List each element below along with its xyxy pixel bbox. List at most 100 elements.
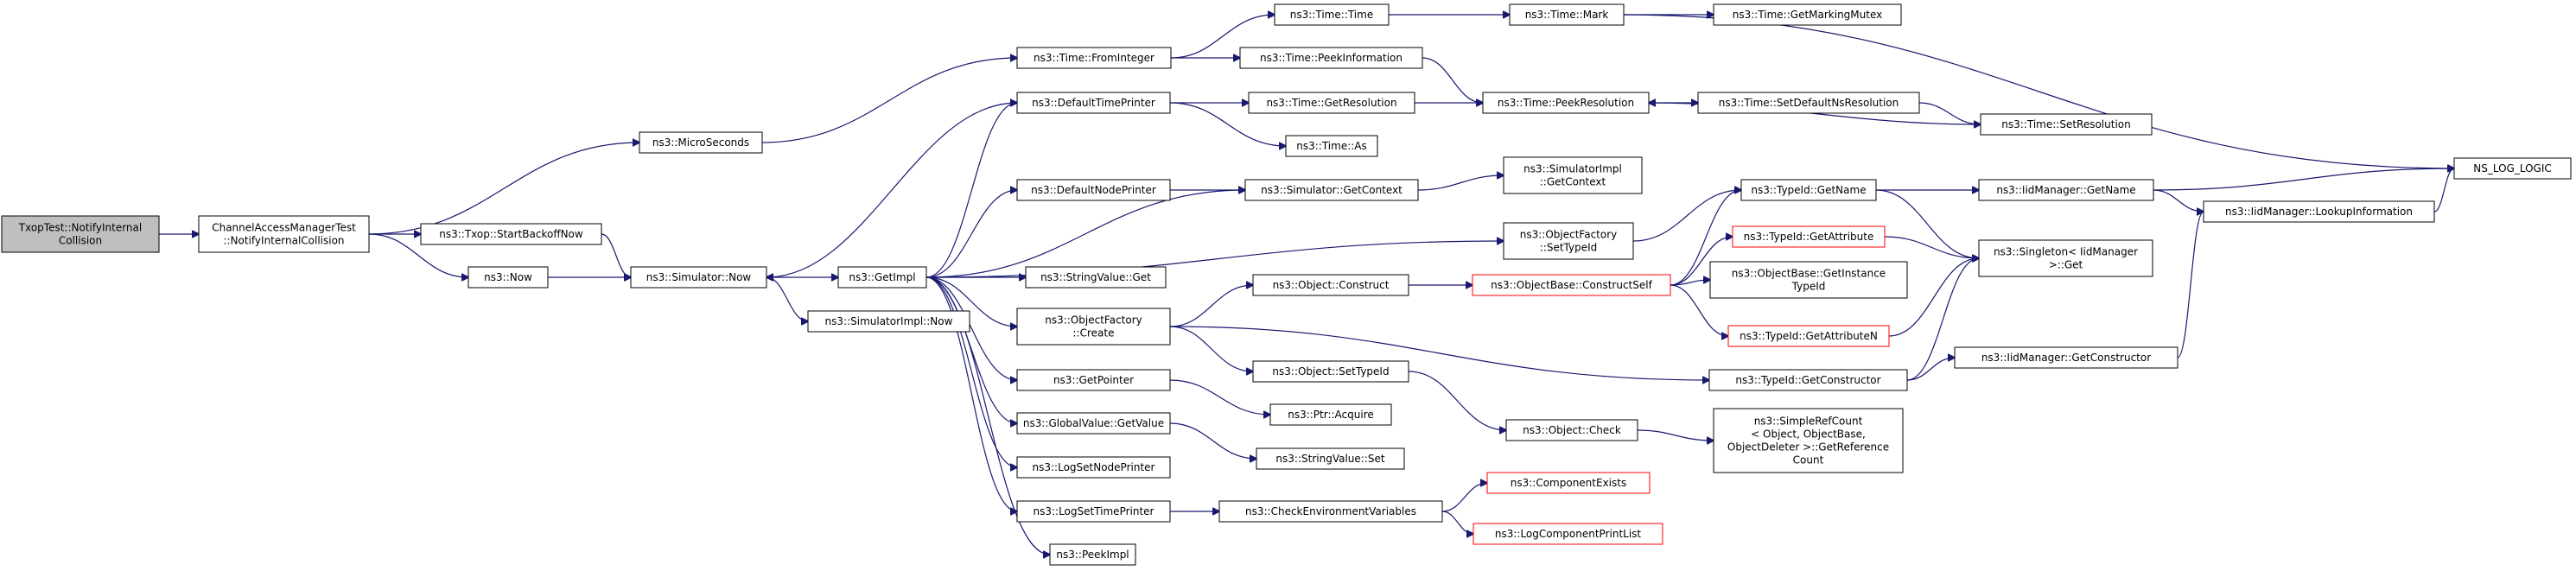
node-label: ns3::IidManager::LookupInformation [2225, 206, 2413, 218]
node-logcompprint[interactable]: ns3::LogComponentPrintList [1472, 523, 1663, 545]
edge-getimpl-to-simgetctx [925, 190, 1245, 278]
node-label: ns3::Time::SetResolution [2001, 118, 2130, 130]
node-getimpl[interactable]: ns3::GetImpl [837, 266, 927, 289]
node-box [1727, 325, 1890, 347]
edge-camt-to-micro [368, 143, 639, 235]
node-tidgetattr[interactable]: ns3::TypeId::GetAttribute [1732, 225, 1886, 248]
node-camt[interactable]: ChannelAccessManagerTest::NotifyInternal… [198, 215, 370, 253]
node-box [1486, 472, 1651, 494]
node-box [1016, 179, 1171, 201]
node-timeas[interactable]: ns3::Time::As [1285, 135, 1378, 157]
node-label: ns3::Txop::StartBackoffNow [439, 228, 583, 240]
edge-getimpl-to-lstp [925, 276, 1017, 511]
node-box [1016, 456, 1171, 479]
node-lsnp[interactable]: ns3::LogSetNodePrinter [1016, 456, 1171, 479]
node-objcheck[interactable]: ns3::Object::Check [1505, 419, 1638, 441]
node-compexists[interactable]: ns3::ComponentExists [1486, 472, 1651, 494]
node-label: ns3::TypeId::GetName [1751, 184, 1866, 196]
node-getmarkmutex[interactable]: ns3::Time::GetMarkingMutex [1713, 3, 1902, 26]
node-box [1285, 135, 1378, 157]
node-box [1509, 3, 1625, 26]
node-box [1954, 346, 2178, 369]
node-peekimpl[interactable]: ns3::PeekImpl [1049, 543, 1136, 566]
node-setdefns[interactable]: ns3::Time::SetDefaultNsResolution [1697, 92, 1920, 114]
node-box [807, 310, 970, 333]
node-now[interactable]: ns3::Now [467, 266, 549, 289]
node-startbo[interactable]: ns3::Txop::StartBackoffNow [420, 223, 602, 245]
edge-getimpl-to-gvget [925, 276, 1017, 423]
node-strget[interactable]: ns3::StringValue::Get [1025, 266, 1167, 289]
node-ptracq[interactable]: ns3::Ptr::Acquire [1269, 403, 1392, 426]
node-box [1978, 179, 2154, 201]
node-micro[interactable]: ns3::MicroSeconds [639, 131, 763, 154]
node-box [1016, 500, 1171, 523]
node-box [1713, 408, 1904, 473]
node-timetime[interactable]: ns3::Time::Time [1274, 3, 1390, 26]
node-simgetctx[interactable]: ns3::Simulator::GetContext [1244, 179, 1419, 201]
node-fromint[interactable]: ns3::Time::FromInteger [1016, 47, 1172, 69]
node-label: ns3::LogComponentPrintList [1495, 528, 1642, 540]
node-simimplctx[interactable]: ns3::SimulatorImpl::GetContext [1503, 156, 1643, 194]
node-label: ns3::IidManager::GetName [1996, 184, 2135, 196]
node-label: ns3::SimulatorImpl::Now [825, 315, 953, 327]
node-iidgetname[interactable]: ns3::IidManager::GetName [1978, 179, 2154, 201]
node-strset[interactable]: ns3::StringValue::Set [1256, 447, 1405, 470]
edge-ofsettid-to-tidgetname [1632, 190, 1741, 242]
node-label: Collision [59, 235, 102, 247]
edge-gvget-to-strset [1169, 422, 1256, 459]
node-box [1978, 239, 2153, 277]
node-box [639, 131, 763, 154]
edge-tidgetattr-to-singleton [1884, 236, 1979, 258]
node-box [467, 266, 549, 289]
node-timemark[interactable]: ns3::Time::Mark [1509, 3, 1625, 26]
edge-getimpl-to-ofsettid [925, 241, 1504, 278]
node-box [630, 266, 767, 289]
node-singleton[interactable]: ns3::Singleton< IidManager>::Get [1978, 239, 2153, 277]
node-iidlookup[interactable]: ns3::IidManager::LookupInformation [2203, 200, 2435, 223]
node-box [1740, 179, 1877, 201]
edge-getptr-to-ptracq [1169, 379, 1270, 415]
node-root[interactable]: TxopTest::NotifyInternalCollision [1, 215, 160, 253]
node-label: NS_LOG_LOGIC [2473, 162, 2552, 174]
edge-deftp-to-timeas [1169, 102, 1286, 146]
edge-micro-to-fromint [761, 58, 1017, 143]
node-obconstself[interactable]: ns3::ObjectBase::ConstructSelf [1472, 274, 1671, 296]
node-setres[interactable]: ns3::Time::SetResolution [1980, 113, 2153, 136]
edge-iidgetname-to-nslog [2153, 168, 2454, 191]
node-label: >::Get [2049, 259, 2083, 271]
node-nslog[interactable]: NS_LOG_LOGIC [2453, 157, 2572, 180]
node-simplerefcount[interactable]: ns3::SimpleRefCount< Object, ObjectBase,… [1713, 408, 1904, 473]
node-iidgetctor[interactable]: ns3::IidManager::GetConstructor [1954, 346, 2178, 369]
node-getptr[interactable]: ns3::GetPointer [1016, 369, 1171, 391]
node-tidgetattrn[interactable]: ns3::TypeId::GetAttributeN [1727, 325, 1890, 347]
node-tidgetname[interactable]: ns3::TypeId::GetName [1740, 179, 1877, 201]
node-checkenv[interactable]: ns3::CheckEnvironmentVariables [1218, 500, 1443, 523]
node-lstp[interactable]: ns3::LogSetTimePrinter [1016, 500, 1171, 523]
node-settypeid[interactable]: ns3::Object::SetTypeId [1252, 360, 1409, 383]
node-gvget[interactable]: ns3::GlobalValue::GetValue [1016, 412, 1171, 435]
node-simnow[interactable]: ns3::Simulator::Now [630, 266, 767, 289]
node-deftp[interactable]: ns3::DefaultTimePrinter [1016, 92, 1171, 114]
node-box [1980, 113, 2153, 136]
node-box [2453, 157, 2572, 180]
node-box [1482, 92, 1650, 114]
node-peekinfo[interactable]: ns3::Time::PeekInformation [1239, 47, 1423, 69]
node-objconstruct[interactable]: ns3::Object::Construct [1252, 274, 1409, 296]
node-tidgetctor[interactable]: ns3::TypeId::GetConstructor [1708, 369, 1908, 391]
node-getres[interactable]: ns3::Time::GetResolution [1248, 92, 1415, 114]
node-label: TypeId [1791, 281, 1826, 293]
node-box [1025, 266, 1167, 289]
node-label: ns3::Time::Time [1290, 9, 1373, 21]
node-label: ns3::SimpleRefCount [1754, 416, 1863, 428]
node-simimplnow[interactable]: ns3::SimulatorImpl::Now [807, 310, 970, 333]
node-label: ns3::PeekImpl [1056, 549, 1129, 561]
node-label: ns3::ObjectBase::ConstructSelf [1491, 279, 1652, 291]
edge-ofcreate-to-objconstruct [1169, 285, 1253, 327]
node-defnp[interactable]: ns3::DefaultNodePrinter [1016, 179, 1171, 201]
node-label: < Object, ObjectBase, [1751, 428, 1866, 441]
node-ofsettid[interactable]: ns3::ObjectFactory::SetTypeId [1503, 222, 1634, 260]
node-ofcreate[interactable]: ns3::ObjectFactory::Create [1016, 308, 1171, 346]
node-label: ns3::GlobalValue::GetValue [1023, 417, 1164, 429]
node-peekres[interactable]: ns3::Time::PeekResolution [1482, 92, 1650, 114]
